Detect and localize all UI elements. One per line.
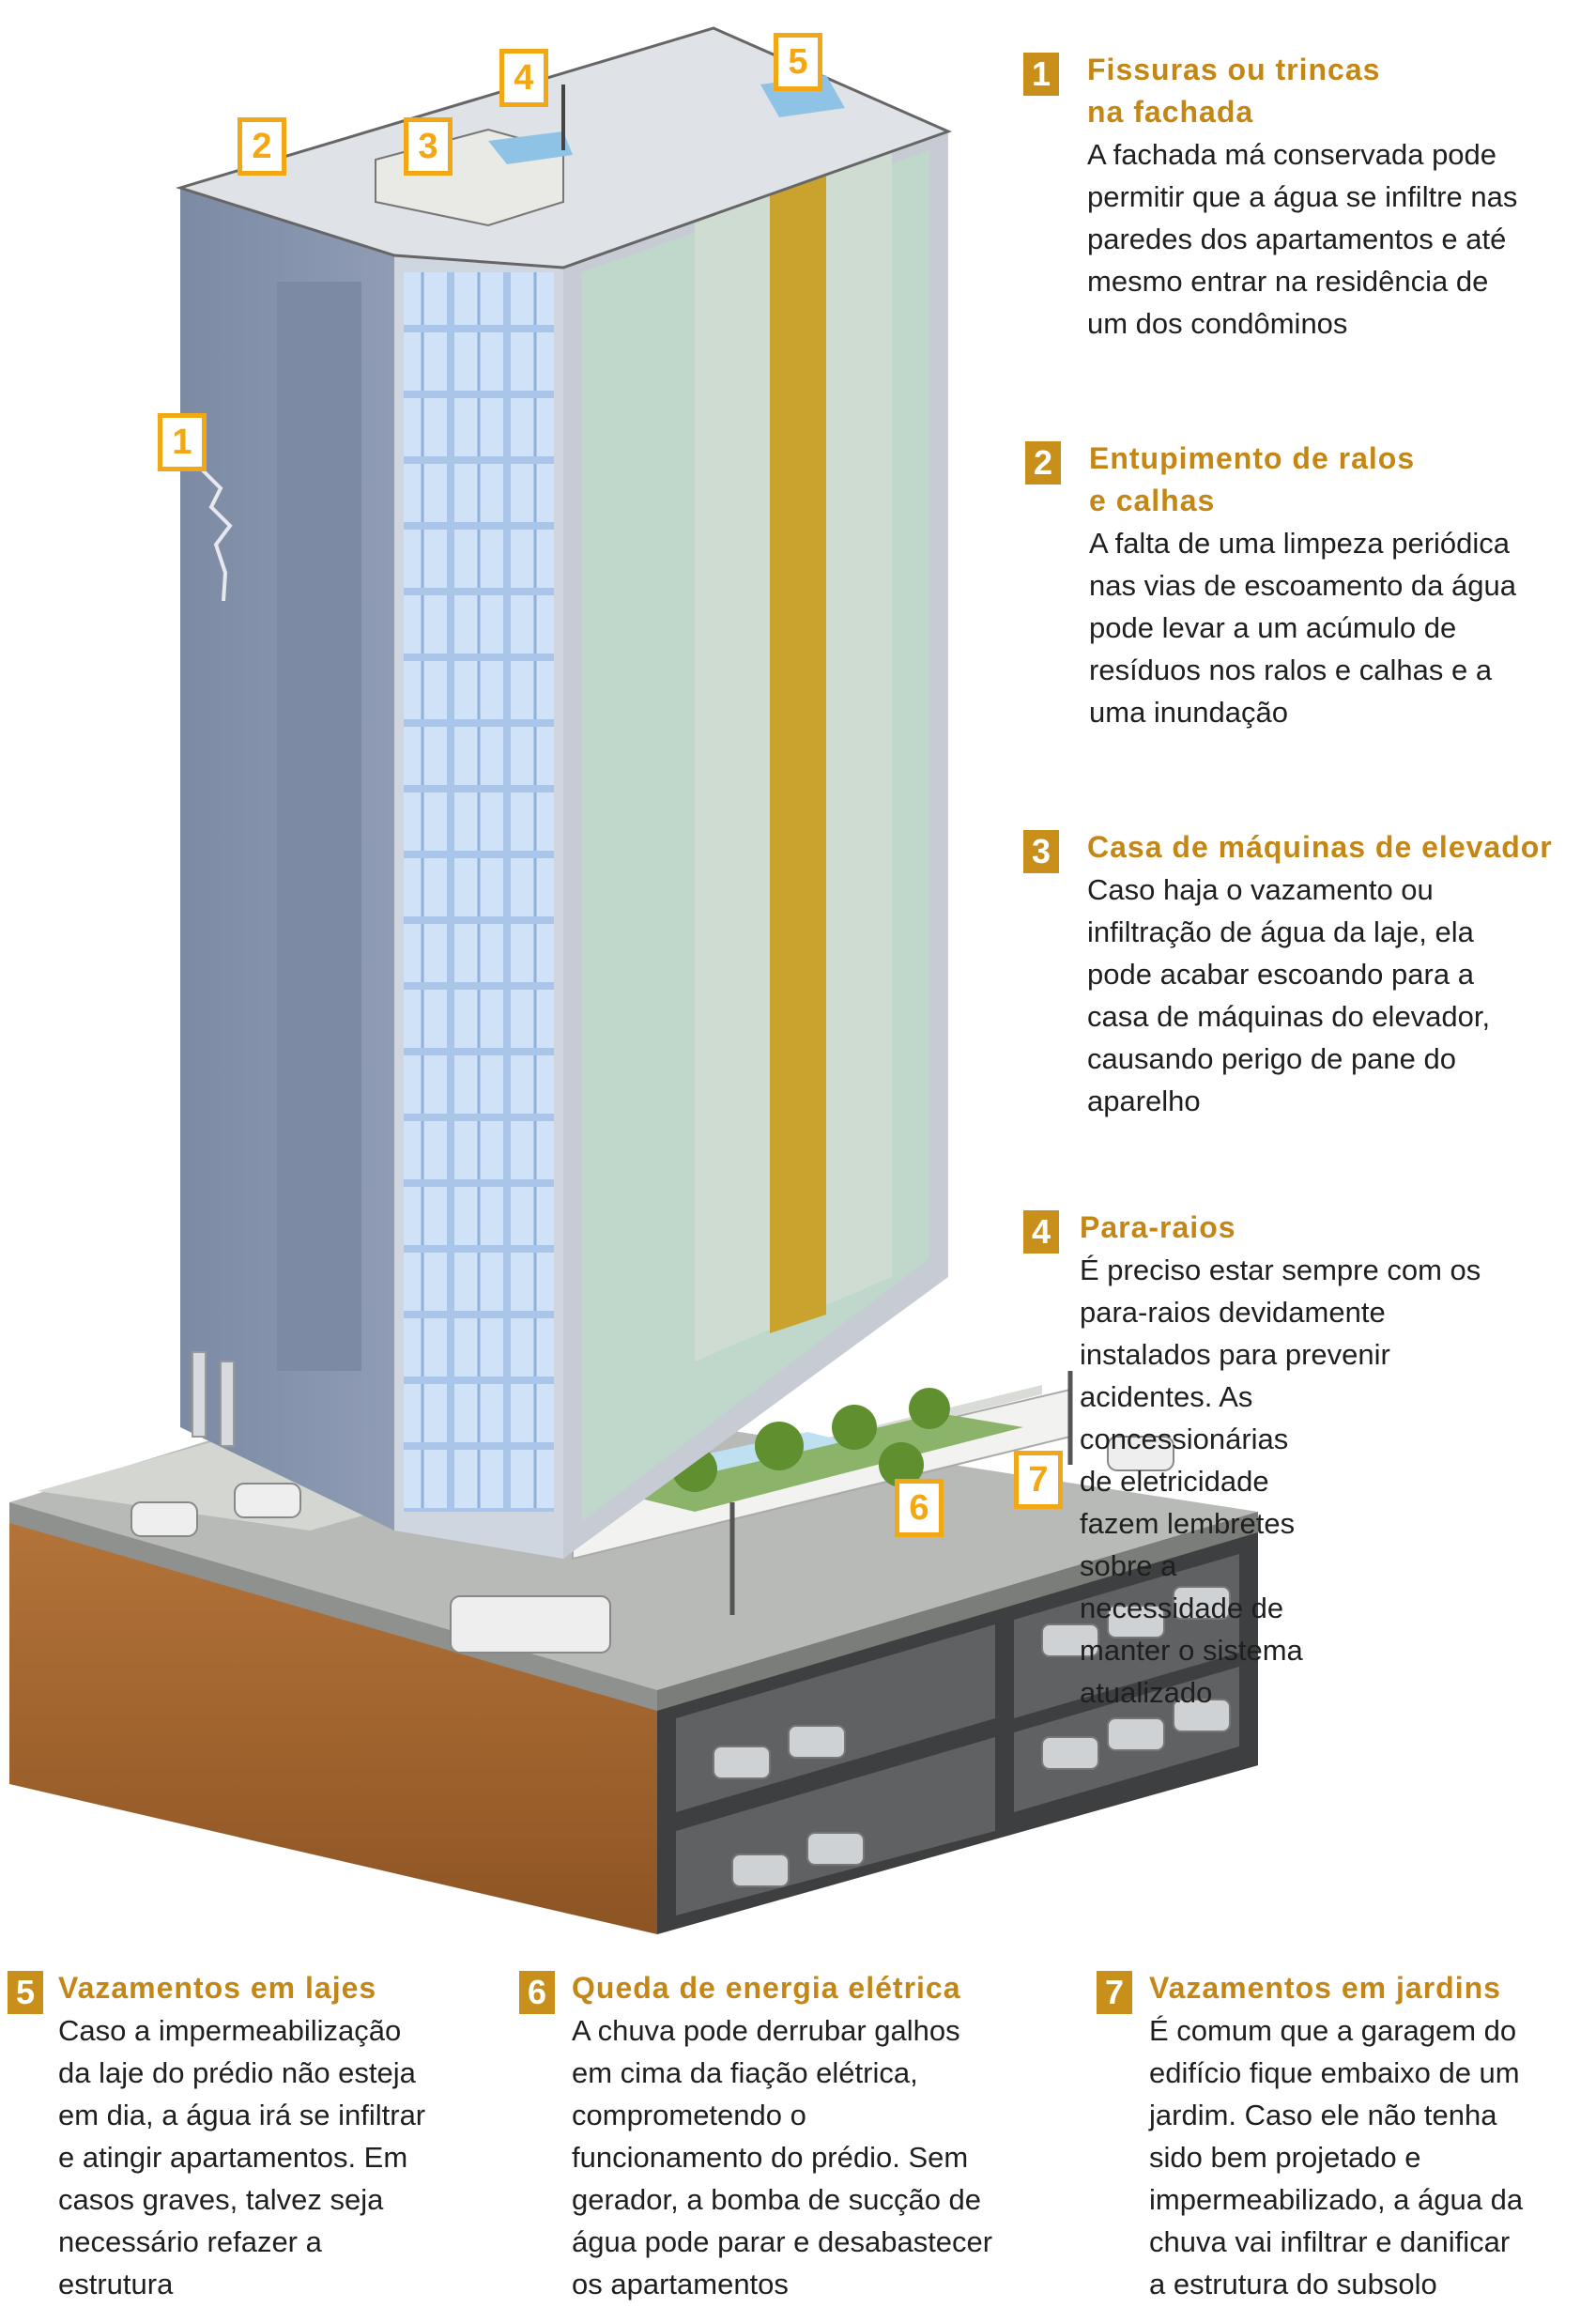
number-badge-6: 6 <box>519 1971 555 2014</box>
diagram-marker-6: 6 <box>895 1479 944 1537</box>
annotation-5: 5 Vazamentos em lajes Caso a impermeabil… <box>8 1967 514 2305</box>
annotation-7: 7 Vazamentos em jardins É comum que a ga… <box>1097 1967 1594 2305</box>
number-badge-3: 3 <box>1023 830 1059 873</box>
annotation-body: A chuva pode derrubar galhos em cima da … <box>572 2014 993 2300</box>
annotation-title: Para-raios <box>1080 1210 1236 1244</box>
diagram-marker-5: 5 <box>774 33 822 91</box>
number-badge-2: 2 <box>1025 441 1061 485</box>
diagram-marker-2: 2 <box>238 117 286 176</box>
annotation-4: 4 Para-raios É preciso estar sempre com … <box>1023 1207 1587 1709</box>
annotation-title: Casa de máquinas de elevador <box>1087 830 1553 864</box>
garden-podium <box>572 1371 1073 1615</box>
number-badge-1: 1 <box>1023 53 1059 96</box>
annotation-2: 2 Entupimento de ralos e calhas A falta … <box>1025 438 1588 733</box>
annotation-body: Caso a impermeabilização da laje do préd… <box>58 2014 426 2300</box>
number-badge-4: 4 <box>1023 1210 1059 1254</box>
annotation-title: Vazamentos em jardins <box>1149 1971 1501 2005</box>
annotation-title: Entupimento de ralos e calhas <box>1089 441 1416 517</box>
annotation-title: Fissuras ou trincas na fachada <box>1087 53 1381 129</box>
annotation-body: Caso haja o vazamento ou infiltração de … <box>1087 873 1491 1117</box>
annotation-6: 6 Queda de energia elétrica A chuva pode… <box>519 1967 1082 2305</box>
number-badge-5: 5 <box>8 1971 43 2014</box>
street-vehicles <box>130 1436 1174 1654</box>
annotation-title: Queda de energia elétrica <box>572 1971 961 2005</box>
diagram-marker-7: 7 <box>1014 1451 1063 1509</box>
diagram-marker-4: 4 <box>499 49 548 107</box>
annotation-body: É preciso estar sempre com os para-raios… <box>1080 1254 1481 1709</box>
building <box>175 26 953 1559</box>
facade-crack <box>200 468 233 602</box>
annotation-3: 3 Casa de máquinas de elevador Caso haja… <box>1023 826 1587 1122</box>
number-badge-7: 7 <box>1097 1971 1132 2014</box>
balcony-stack <box>695 141 892 1361</box>
underground-garage <box>657 1532 1258 1934</box>
diagram-marker-1: 1 <box>158 413 207 471</box>
annotation-1: 1 Fissuras ou trincas na fachada A facha… <box>1023 49 1587 345</box>
building-illustration <box>9 26 1258 1934</box>
annotation-body: A falta de uma limpeza periódica nas via… <box>1089 527 1516 729</box>
diagram-marker-3: 3 <box>404 117 453 176</box>
left-facade-windows <box>277 282 361 1371</box>
annotation-body: É comum que a garagem do edifício fique … <box>1149 2014 1524 2300</box>
annotation-title: Vazamentos em lajes <box>58 1971 377 2005</box>
annotation-body: A fachada má conservada pode permitir qu… <box>1087 138 1518 340</box>
